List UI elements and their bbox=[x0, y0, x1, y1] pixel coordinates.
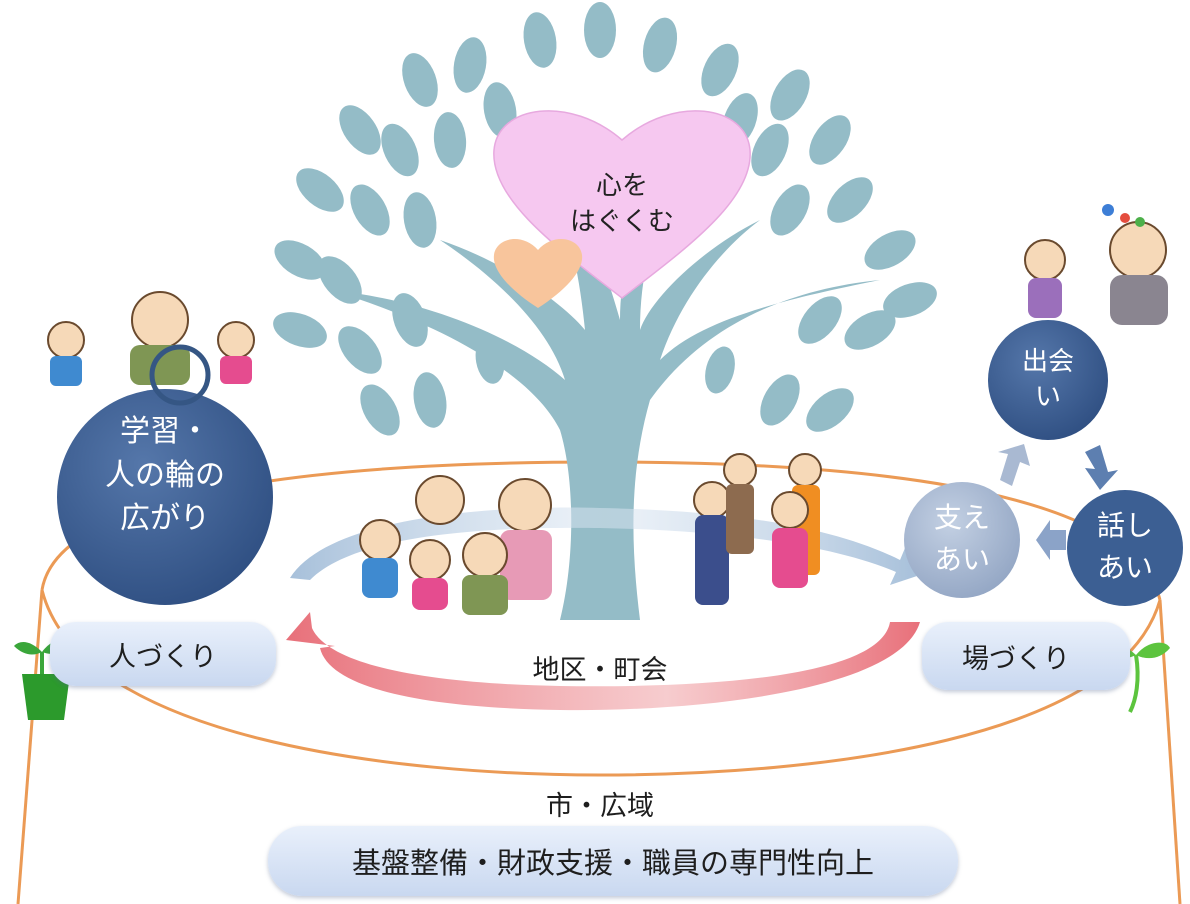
arrow-talk-to-support bbox=[1036, 520, 1066, 560]
big-heart bbox=[493, 110, 751, 299]
community-workers-illustration bbox=[693, 453, 822, 605]
infrastructure-pill: 基盤整備・財政支援・職員の専門性向上 bbox=[268, 826, 958, 896]
talk-circle bbox=[1067, 490, 1183, 606]
tree-leaves bbox=[273, 2, 937, 436]
place-building-label: 場づくり bbox=[962, 643, 1070, 675]
support-label-line-1: 支え bbox=[933, 501, 990, 534]
heart-label: 心を はぐくむ bbox=[560, 168, 684, 241]
infrastructure-label: 基盤整備・財政支援・職員の専門性向上 bbox=[351, 846, 874, 880]
meet-label: 出会 い bbox=[1000, 345, 1096, 415]
meet-label-line-1: 出会 bbox=[1021, 347, 1074, 377]
people-building-label: 人づくり bbox=[109, 641, 217, 673]
arrow-meet-to-talk bbox=[1085, 445, 1118, 490]
heart-label-line-2: はぐくむ bbox=[569, 207, 674, 238]
small-heart bbox=[493, 239, 583, 308]
support-label-line-2: あい bbox=[933, 543, 990, 576]
red-cycle-arrow bbox=[286, 612, 920, 711]
elder-wheelchair-children-illustration bbox=[47, 291, 255, 406]
people-building-pill: 人づくり bbox=[50, 622, 276, 686]
learning-circle-label: 学習・ 人の輪の 広がり bbox=[70, 410, 260, 541]
blue-cycle-arrow bbox=[290, 507, 920, 585]
arrow-support-to-meet bbox=[998, 444, 1030, 486]
district-label: 地区・町会 bbox=[532, 655, 668, 686]
learning-circle bbox=[57, 389, 273, 605]
city-label: 市・広域 bbox=[546, 791, 654, 822]
place-building-pill: 場づくり bbox=[922, 622, 1130, 690]
meet-circle bbox=[988, 320, 1108, 440]
talk-label: 話し あい bbox=[1078, 505, 1172, 589]
support-label: 支え あい bbox=[915, 497, 1009, 581]
learning-label-line-3: 広がり bbox=[120, 501, 210, 536]
talk-label-line-1: 話し bbox=[1096, 509, 1153, 542]
talk-label-line-2: あい bbox=[1096, 551, 1153, 584]
learning-label-line-1: 学習・ bbox=[120, 414, 210, 449]
child-and-elder-illustration bbox=[1024, 204, 1168, 325]
meet-label-line-2: い bbox=[1034, 382, 1061, 413]
support-circle bbox=[904, 482, 1020, 598]
tree-illustration bbox=[273, 2, 937, 620]
learning-label-line-2: 人の輪の bbox=[105, 457, 225, 493]
family-group-illustration bbox=[359, 475, 552, 615]
heart-label-line-1: 心を bbox=[595, 171, 648, 201]
